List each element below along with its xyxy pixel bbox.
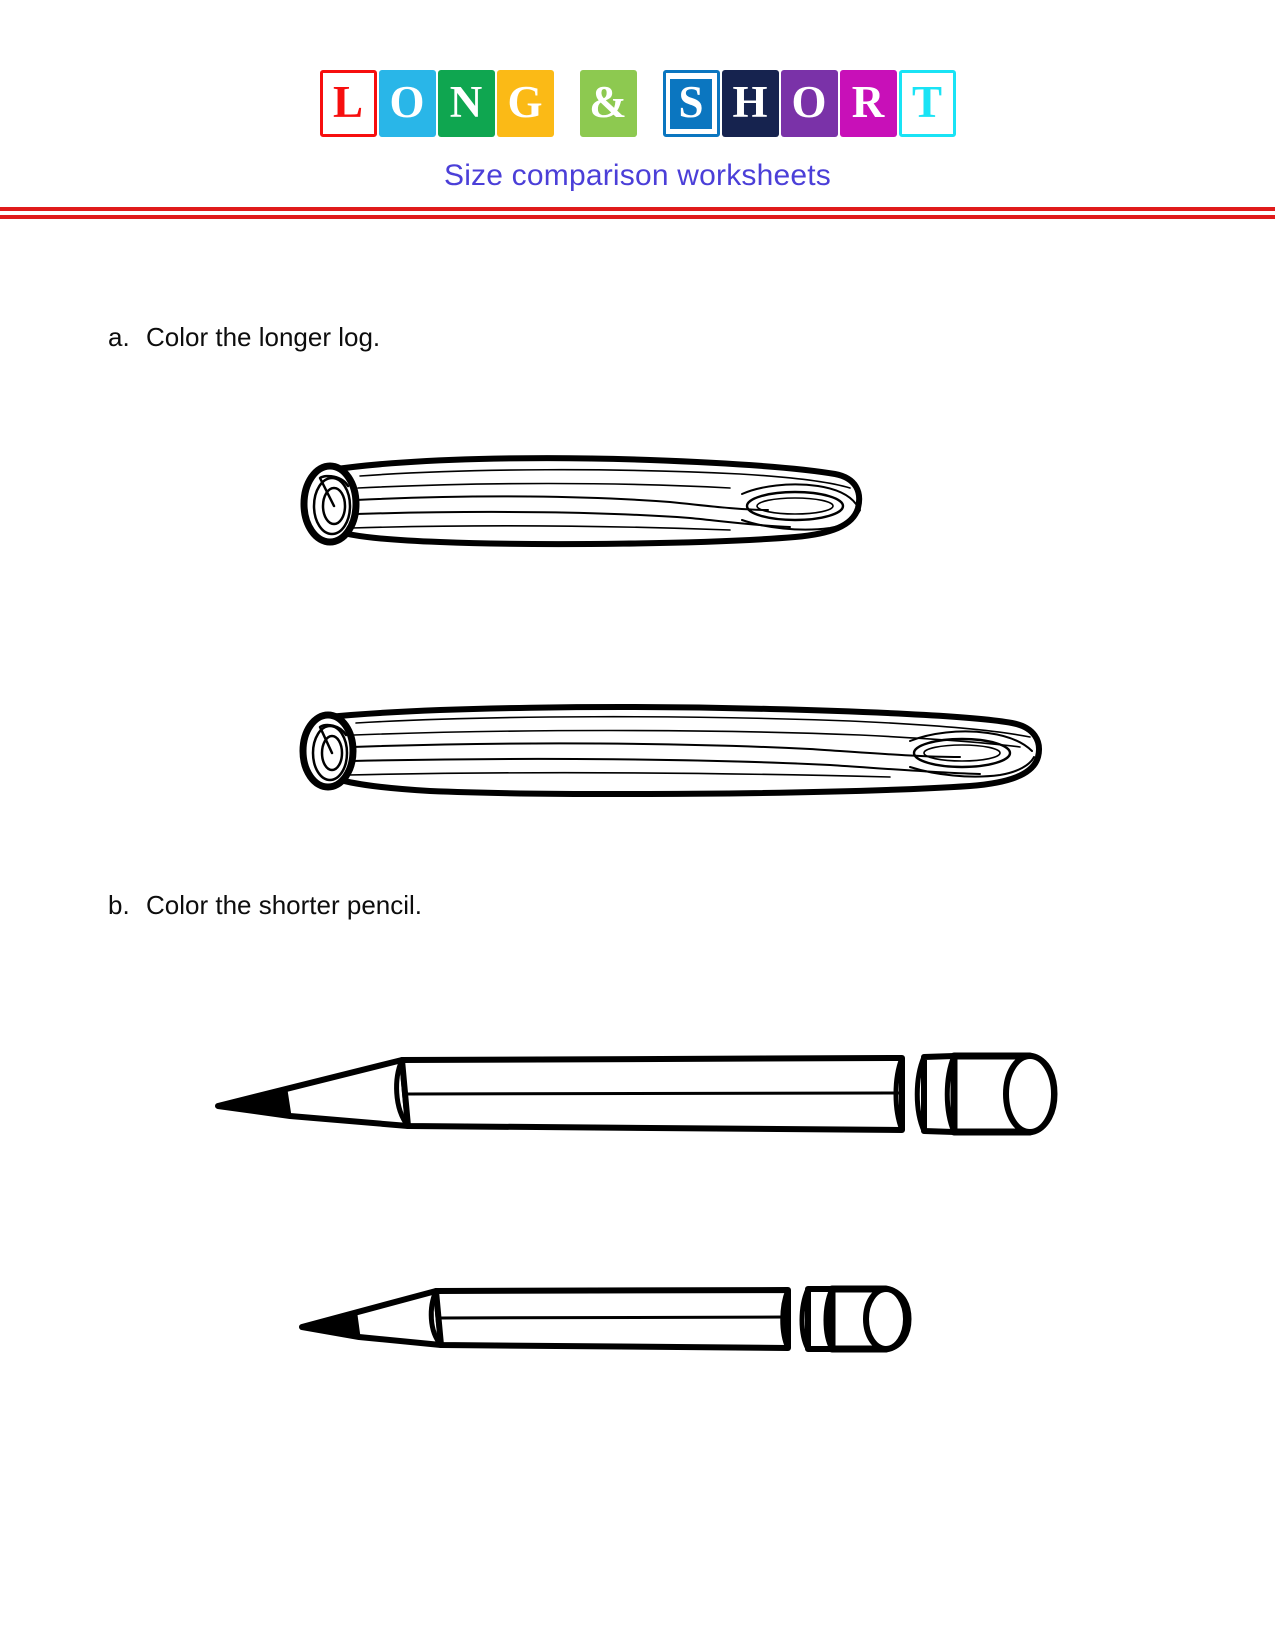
letter-block-l: L	[319, 70, 377, 137]
divider-line-top	[0, 207, 1275, 211]
figure-log-short[interactable]	[290, 430, 870, 565]
figure-pencil-long[interactable]	[212, 1030, 1072, 1150]
worksheet-header: L O N G & S H	[0, 0, 1275, 219]
question-a-text: Color the longer log.	[146, 322, 381, 352]
question-a: a. Color the longer log.	[108, 322, 380, 353]
header-divider	[0, 207, 1275, 219]
letter-glyph: &	[589, 77, 627, 127]
pencil-short-icon	[299, 1285, 912, 1353]
title-ampersand: &	[579, 70, 637, 137]
divider-gap	[0, 211, 1275, 215]
question-b: b. Color the shorter pencil.	[108, 890, 422, 921]
letter-glyph: S	[678, 77, 704, 127]
pencil-long-icon	[215, 1052, 1058, 1136]
worksheet-subtitle: Size comparison worksheets	[443, 159, 832, 192]
log-long-icon	[299, 704, 1042, 797]
divider-line-bottom	[0, 215, 1275, 219]
letter-glyph: L	[332, 77, 363, 127]
question-b-marker: b.	[108, 890, 130, 920]
letter-block-n: N	[437, 70, 495, 137]
letter-glyph: H	[732, 77, 768, 127]
letter-block-h: H	[721, 70, 779, 137]
letter-block-g: G	[496, 70, 554, 137]
question-a-marker: a.	[108, 322, 130, 352]
letter-block-o2: O	[780, 70, 838, 137]
title-blocks: L O N G & S H	[0, 70, 1275, 137]
letter-glyph: N	[449, 77, 483, 127]
letter-glyph: G	[507, 77, 543, 127]
letter-glyph: T	[911, 77, 942, 127]
letter-block-t: T	[898, 70, 956, 137]
letter-glyph: O	[791, 77, 827, 127]
letter-glyph: R	[851, 77, 885, 127]
log-short-icon	[300, 455, 863, 548]
letter-glyph: O	[389, 77, 425, 127]
letter-block-r: R	[839, 70, 897, 137]
figure-pencil-short[interactable]	[296, 1265, 926, 1375]
figure-log-long[interactable]	[290, 685, 1050, 815]
question-b-text: Color the shorter pencil.	[146, 890, 423, 920]
letter-block-o: O	[378, 70, 436, 137]
letter-block-s: S	[662, 70, 720, 137]
title-word-short: S H O R T	[662, 70, 956, 137]
letter-block-ampersand: &	[579, 70, 637, 137]
title-word-long: L O N G	[319, 70, 554, 137]
